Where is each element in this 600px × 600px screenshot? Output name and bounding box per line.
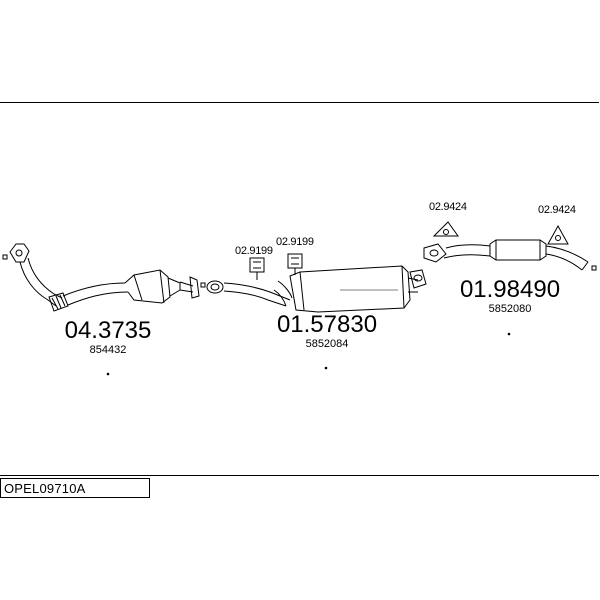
diagram-frame [0,102,599,476]
inlet-flange [9,243,30,263]
tail-pipe-end [581,261,589,271]
flex-joint [48,292,69,312]
front-pipe-catalyst [2,243,206,312]
rubber-mount-1 [249,257,265,280]
rear-silencer-assembly [423,239,597,271]
rubber-mount-2 [287,253,303,275]
part-label-center-silencer: 01.57830 5852084 [262,312,392,351]
reference-dot [106,372,110,376]
diagram-code-box: OPEL09710A [0,478,150,498]
rubber-mount-4 [547,224,569,245]
center-silencer-assembly [206,265,427,313]
front-pipe-inlet-marker [2,254,8,260]
part-number: 04.3735 [64,317,152,344]
mount-label: 02.9424 [429,201,467,213]
reference-dot [324,366,328,370]
diagram-code: OPEL09710A [4,481,86,496]
mount-label: 02.9199 [276,236,314,248]
gasket-ring [206,280,224,294]
mount-label: 02.9424 [538,204,576,216]
catalyst-outlet-flange [189,276,200,299]
part-number: 01.98490 [459,276,561,303]
center-silencer-body [289,265,411,313]
part-label-front-pipe: 04.3735 854432 [48,318,168,357]
oe-number: 5852080 [488,303,532,315]
catalyst-body [124,269,171,304]
part-number: 01.57830 [276,311,378,338]
center-silencer-outlet-flange [409,269,427,289]
rear-silencer-body [489,239,547,261]
part-label-rear-silencer: 01.98490 5852080 [445,277,575,316]
oe-number: 854432 [89,344,127,356]
reference-dot [507,332,511,336]
mount-label: 02.9199 [235,245,273,257]
rubber-mount-3 [432,221,459,237]
rear-silencer-inlet-flange [423,243,447,263]
tail-pipe-end-marker [591,265,597,271]
oe-number: 5852084 [305,338,349,350]
